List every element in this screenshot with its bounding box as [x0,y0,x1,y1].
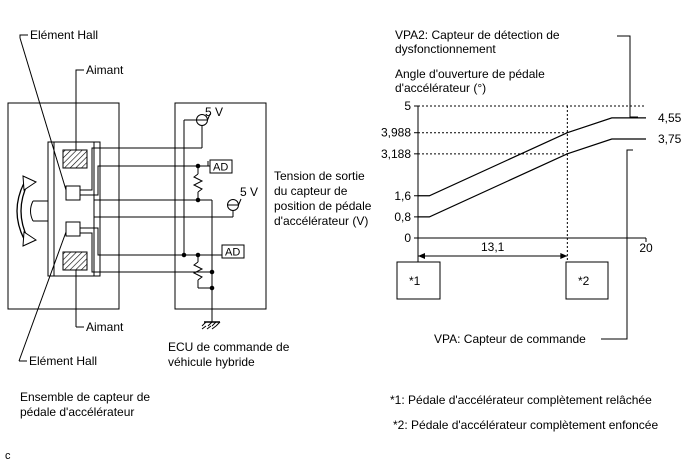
y-axis-label: Angle d'ouverture de pédale d'accélérate… [395,67,545,95]
junction-dot [209,269,215,275]
series-end-label: 4,55 [658,111,682,125]
wire [80,227,120,256]
chart: VPA2: Capteur de détection de dysfonctio… [381,28,682,346]
sensor-assembly-line: pédale d'accélérateur [20,405,134,419]
note-1: *1: Pédale d'accélérateur complètement r… [390,393,652,407]
wire [80,165,120,196]
resistor-bottom [192,261,204,281]
shaft-end [30,200,34,222]
voltage-lead [238,198,242,206]
dimension-arrowhead [418,253,425,259]
dimension-arrowhead [560,253,568,259]
marker-1-label: *1 [409,274,421,288]
ad-box-bottom [221,244,245,259]
sensor-assembly-box [7,102,120,310]
junction-dot [195,163,201,169]
series-end-label: 3,75 [658,132,682,146]
junction-dot [209,285,215,291]
wire [80,147,120,191]
y-tick-label: 0,8 [394,210,411,224]
leader-hall-top [19,37,67,191]
wire [80,232,120,273]
leader-hall-bottom [18,231,67,362]
sensor-inner [53,141,95,277]
chart-labels: 5 3,988 3,188 1,6 0,8 0 13,1 20 4,55 3,75 [381,99,682,255]
ecu-label-line: véhicule hybride [168,355,255,369]
circuit-diagram [7,34,267,362]
ground-hatch [201,325,207,330]
output-label-line: d'accélérateur (V) [274,214,368,228]
series-line [418,117,646,197]
rotation-arrowhead [22,175,38,191]
y-tick-label: 5 [404,99,411,113]
rotation-arrow [16,182,25,240]
y-tick-label: 3,988 [381,126,411,140]
hall-element-bottom [65,221,81,237]
rotation-arrowhead [22,231,38,247]
chart-axes [414,105,647,262]
leader-hall-top [19,34,28,38]
ground-hatch [207,321,213,327]
ground-hatch [211,325,217,330]
leader-vpa [601,149,633,340]
output-label-line: position de pédale [274,199,372,213]
chart-title: VPA2: Capteur de détection de dysfonctio… [395,28,560,56]
ground-hatch [206,325,212,330]
hall-element-bottom-label: Elément Hall [29,354,97,368]
junction-dot [195,252,201,258]
dimension-label: 13,1 [481,240,505,254]
corner-letter: c [5,450,11,462]
x-tick-label: 20 [639,241,653,255]
output-label-line: Tension de sortie [274,169,365,183]
leader-magnet-top [75,69,84,73]
hall-element-top-label: Elément Hall [30,28,98,42]
chart-title-line: VPA2: Capteur de détection de [395,28,560,42]
ground-hatch [201,321,207,327]
output-voltage-label: Tension de sortie du capteur de position… [274,169,372,228]
hall-element-top [65,185,81,201]
ground-hatch [211,321,217,327]
sensor-assembly-line: Ensemble de capteur de [20,390,150,404]
y-tick-label: 0 [404,231,411,245]
ecu-label: ECU de commande de véhicule hybride [168,340,290,369]
magnet-bottom-label: Aimant [86,320,124,334]
note-2: *2: Pédale d'accélérateur complètement e… [393,418,658,432]
chart-title-line: dysfonctionnement [395,42,496,56]
rotation-arrow [20,182,29,240]
sensor-assembly-label: Ensemble de capteur de pédale d'accéléra… [20,390,150,419]
ecu-box [174,102,267,310]
marker-box-2 [565,261,609,300]
resistor-top [192,173,204,193]
magnet-bottom [62,251,88,271]
y-axis-label-line: d'accélérateur (°) [395,81,486,95]
vpa-label: VPA: Capteur de commande [434,332,586,346]
voltage-lead [207,113,211,121]
junction-dot [181,252,187,258]
chart-series [418,117,646,218]
ad-bottom-label: AD [225,247,240,259]
magnet-top-label: Aimant [86,63,124,77]
ecu-label-line: ECU de commande de [168,340,290,354]
marker-box-1 [396,261,441,300]
ad-top-label: AD [213,162,228,174]
series-line [418,138,646,218]
y-axis-label-line: Angle d'ouverture de pédale [395,67,545,81]
y-tick-label: 1,6 [394,189,411,203]
magnet-top [62,149,88,169]
y-tick-label: 3,188 [381,147,411,161]
output-label-line: du capteur de [274,184,348,198]
leader-vpa2 [617,35,638,118]
marker-2-label: *2 [578,274,590,288]
ground-hatch [215,321,221,327]
voltage-top-label: 5 V [205,105,223,119]
voltage-mid-label: 5 V [240,185,258,199]
